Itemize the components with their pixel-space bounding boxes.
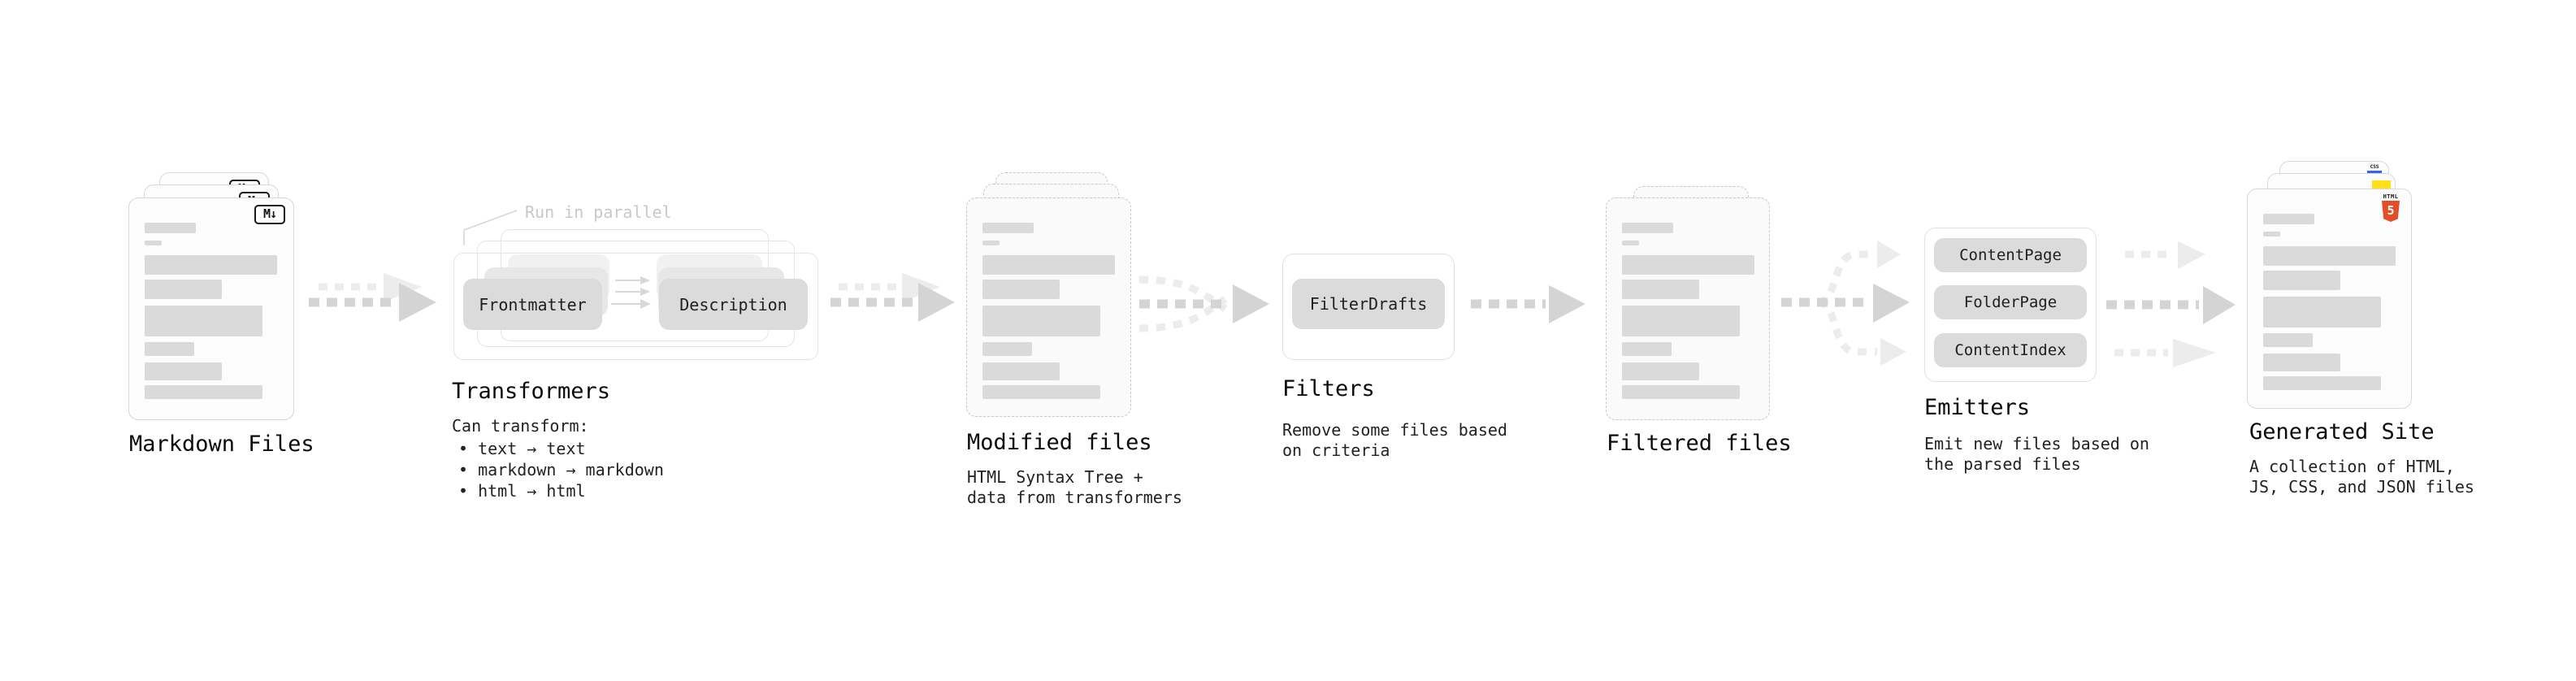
stage-title-emitters: Emitters — [1924, 395, 2031, 420]
doc-line-placeholder — [1622, 280, 1699, 299]
transformer-box-front — [453, 253, 818, 360]
doc-line-placeholder — [2263, 214, 2314, 224]
modified-caption-line: data from transformers — [967, 488, 1182, 507]
generated-file-card-html: HTML 5 — [2247, 189, 2412, 409]
filters-caption-line: on criteria — [1282, 440, 1390, 460]
transformers-bullet: • markdown → markdown — [458, 460, 664, 479]
doc-line-placeholder — [2263, 246, 2396, 266]
emitters-caption-line: the parsed files — [1924, 454, 2081, 474]
doc-line-placeholder — [2263, 297, 2381, 327]
doc-line-placeholder — [1622, 223, 1673, 233]
flow-arrow-modified-to-filters — [1138, 275, 1269, 332]
filterdrafts-pill: FilterDrafts — [1292, 279, 1445, 329]
doc-line-placeholder — [145, 241, 162, 245]
doc-line-placeholder — [145, 306, 262, 336]
modified-caption-line: HTML Syntax Tree + — [967, 467, 1143, 487]
doc-line-placeholder — [1622, 362, 1699, 380]
doc-line-placeholder — [1622, 241, 1639, 245]
folderpage-pill: FolderPage — [1934, 285, 2087, 319]
filters-caption-line: Remove some files based — [1282, 420, 1507, 440]
flow-arrow-markdown-to-transformers — [309, 273, 436, 322]
doc-line-placeholder — [982, 241, 1000, 245]
markdown-file-card: M↓ — [128, 197, 294, 420]
doc-line-placeholder — [1622, 342, 1672, 356]
transformers-caption: Can transform: — [452, 416, 589, 436]
doc-line-placeholder — [1622, 255, 1754, 275]
emitters-caption-line: Emit new files based on — [1924, 434, 2149, 453]
stage-title-generated-site: Generated Site — [2249, 419, 2435, 445]
doc-line-placeholder — [145, 342, 194, 356]
parallel-run-arrows — [611, 276, 651, 309]
flow-arrow-filters-to-filtered — [1471, 285, 1585, 323]
contentindex-pill: ContentIndex — [1934, 333, 2087, 367]
doc-line-placeholder — [145, 223, 196, 233]
stage-title-filtered-files: Filtered files — [1607, 431, 1792, 456]
description-pill: Description — [659, 279, 808, 330]
doc-line-placeholder — [982, 306, 1100, 336]
contentpage-pill: ContentPage — [1934, 238, 2087, 272]
modified-file-card — [966, 197, 1131, 417]
annotation-leader-line — [463, 210, 518, 245]
stage-title-filters: Filters — [1282, 376, 1375, 401]
doc-line-placeholder — [982, 223, 1034, 233]
doc-line-placeholder — [2263, 376, 2381, 390]
flow-arrow-emitters-to-generated — [2106, 241, 2236, 367]
doc-line-placeholder — [1622, 385, 1740, 399]
doc-line-placeholder — [145, 280, 222, 299]
flow-arrow-transformers-to-modified — [830, 273, 955, 322]
doc-line-placeholder — [982, 385, 1100, 399]
filtered-file-card — [1606, 197, 1770, 420]
stage-title-markdown-files: Markdown Files — [129, 432, 314, 457]
flow-arrow-filtered-to-emitters — [1781, 241, 1910, 366]
transformers-bullet: • text → text — [458, 439, 586, 458]
css-icon: CSS — [2367, 165, 2382, 173]
html5-icon: HTML 5 — [2382, 194, 2400, 222]
doc-line-placeholder — [982, 362, 1060, 380]
generated-caption-line: A collection of HTML, — [2249, 457, 2455, 476]
doc-line-placeholder — [2263, 232, 2280, 236]
doc-line-placeholder — [145, 255, 277, 275]
doc-line-placeholder — [2263, 271, 2340, 290]
doc-line-placeholder — [1622, 306, 1740, 336]
markdown-icon: M↓ — [254, 205, 285, 224]
doc-line-placeholder — [982, 342, 1032, 356]
doc-line-placeholder — [982, 280, 1060, 299]
stage-title-transformers: Transformers — [452, 379, 611, 404]
doc-line-placeholder — [145, 385, 262, 399]
run-in-parallel-annotation: Run in parallel — [525, 202, 672, 222]
doc-line-placeholder — [145, 362, 222, 380]
doc-line-placeholder — [982, 255, 1115, 275]
frontmatter-pill: Frontmatter — [463, 279, 602, 330]
doc-line-placeholder — [2263, 354, 2340, 371]
generated-caption-line: JS, CSS, and JSON files — [2249, 477, 2474, 497]
stage-title-modified-files: Modified files — [967, 430, 1152, 455]
transformers-bullet: • html → html — [458, 481, 586, 501]
doc-line-placeholder — [2263, 333, 2313, 347]
